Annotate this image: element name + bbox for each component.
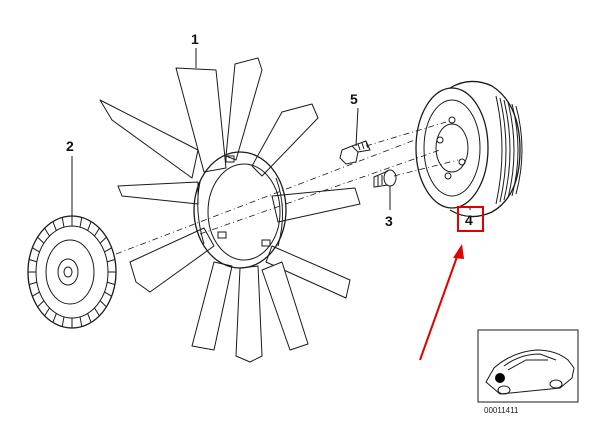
clutch-fin bbox=[79, 217, 83, 228]
callout-label-5: 5 bbox=[350, 91, 358, 107]
clutch-fin bbox=[104, 291, 112, 297]
thumbnail-frame bbox=[477, 329, 579, 403]
highlight-box bbox=[457, 206, 484, 232]
location-marker bbox=[495, 373, 505, 383]
clutch-fin bbox=[61, 217, 65, 228]
clutch-fin bbox=[99, 300, 107, 308]
water-pump-pulley bbox=[415, 80, 523, 218]
pulley-bolt-hole bbox=[448, 116, 456, 124]
fan-clutch-face bbox=[45, 239, 95, 305]
clutch-fin bbox=[44, 227, 50, 237]
clutch-fin bbox=[106, 259, 116, 263]
reference-code: 00011411 bbox=[484, 406, 519, 415]
center-line bbox=[393, 159, 459, 177]
pulley-bolt-hole bbox=[436, 136, 444, 144]
center-line bbox=[365, 121, 447, 147]
pulley-groove bbox=[511, 103, 519, 197]
hex-bolt-part-5 bbox=[339, 140, 371, 165]
fan-blade bbox=[261, 261, 309, 351]
fan-blade bbox=[271, 187, 361, 223]
center-line bbox=[115, 137, 421, 255]
clutch-fin bbox=[106, 281, 116, 285]
clutch-fin bbox=[28, 281, 38, 285]
fan-hub-tab bbox=[217, 231, 227, 239]
fan-clutch bbox=[27, 215, 117, 329]
pulley-groove bbox=[499, 97, 507, 203]
pulley-bolt-hole bbox=[444, 172, 452, 180]
assembly-center-lines bbox=[115, 121, 459, 255]
fan-blade bbox=[175, 67, 227, 173]
callout-label-4: 4 bbox=[465, 212, 473, 228]
callout-label-3: 3 bbox=[385, 213, 393, 229]
fan-clutch-center-dot bbox=[63, 266, 73, 278]
clutch-fin bbox=[94, 227, 100, 237]
pulley-hub bbox=[435, 123, 469, 173]
fan-hub-rim bbox=[197, 181, 205, 245]
pulley-groove bbox=[503, 99, 511, 201]
center-line bbox=[199, 149, 441, 235]
car-window bbox=[507, 359, 548, 371]
clutch-fin bbox=[44, 307, 50, 317]
vehicle-location-thumbnail: 00011411 bbox=[477, 329, 579, 415]
clutch-fin bbox=[87, 221, 92, 231]
leader-line bbox=[355, 107, 359, 147]
fan-hub-inner-ring bbox=[207, 163, 281, 261]
car-wheel bbox=[497, 385, 511, 395]
cap-screw-part-3 bbox=[373, 169, 397, 188]
clutch-fin bbox=[61, 316, 65, 327]
arrow-head bbox=[453, 244, 464, 259]
fan-hub-rim bbox=[275, 177, 284, 247]
fan-blade bbox=[99, 99, 199, 179]
fan-hub-tab bbox=[261, 239, 271, 247]
fan-blade bbox=[251, 103, 319, 177]
highlight-arrow bbox=[419, 244, 464, 361]
pulley-front-face bbox=[415, 87, 489, 209]
clutch-fin bbox=[32, 247, 40, 253]
callout-leaders bbox=[71, 48, 471, 220]
car-roofline bbox=[503, 353, 557, 367]
clutch-fin bbox=[32, 291, 40, 297]
pulley-inner-ring bbox=[423, 99, 481, 197]
fan-blade-assembly bbox=[99, 57, 361, 363]
clutch-fin bbox=[28, 259, 38, 263]
clutch-fin bbox=[52, 221, 57, 231]
fan-clutch-center bbox=[57, 258, 79, 286]
arrow-shaft bbox=[419, 253, 459, 361]
callout-label-1: 1 bbox=[191, 31, 199, 47]
fan-blade bbox=[191, 261, 233, 351]
clutch-fin bbox=[37, 300, 45, 308]
pulley-grooves bbox=[495, 95, 523, 205]
bolt-thread bbox=[357, 140, 369, 151]
clutch-fin bbox=[104, 247, 112, 253]
pulley-groove bbox=[515, 105, 523, 195]
clutch-fin bbox=[37, 236, 45, 244]
car-wheel bbox=[549, 379, 563, 389]
callout-label-2: 2 bbox=[66, 138, 74, 154]
pulley-groove bbox=[507, 101, 515, 199]
fan-blade bbox=[117, 181, 199, 205]
pulley-outer-shell bbox=[449, 80, 521, 218]
clutch-fin bbox=[79, 316, 83, 327]
fan-blade bbox=[225, 57, 263, 161]
bolt-head bbox=[339, 145, 359, 165]
screw-thread bbox=[377, 175, 383, 186]
fan-hub-tab bbox=[225, 155, 235, 163]
clutch-fin bbox=[99, 236, 107, 244]
fan-blade bbox=[129, 227, 215, 293]
pulley-bolt-hole bbox=[458, 158, 466, 166]
clutch-fin bbox=[52, 313, 57, 323]
clutch-fin bbox=[87, 313, 92, 323]
fan-blade bbox=[235, 265, 263, 363]
car-silhouette bbox=[485, 349, 575, 395]
screw-shank bbox=[373, 170, 389, 188]
fan-hub-outer-ring bbox=[193, 151, 287, 269]
fan-clutch-fins bbox=[28, 216, 116, 328]
clutch-fin bbox=[94, 307, 100, 317]
pulley-groove bbox=[495, 95, 503, 205]
